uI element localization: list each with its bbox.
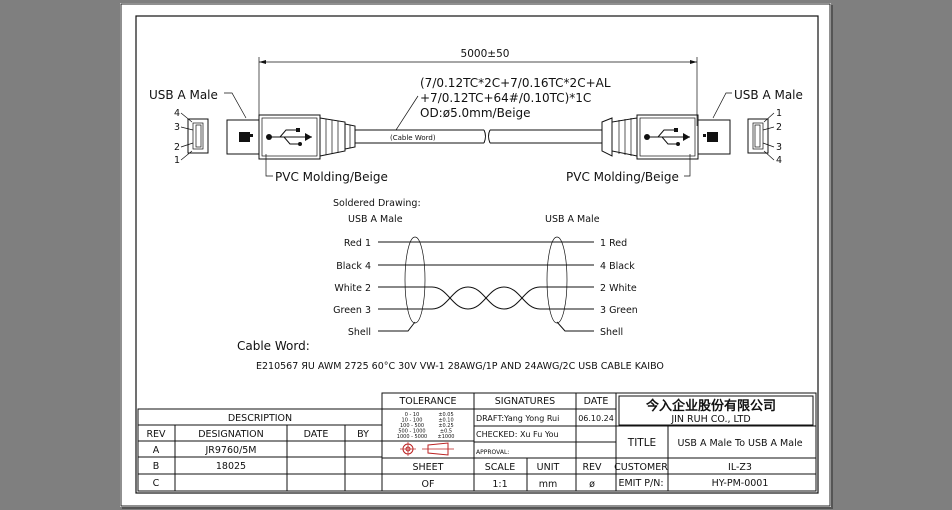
table-row: B xyxy=(153,461,160,472)
right-wire-labels: 1 Red 4 Black 2 White 3 Green Shell xyxy=(600,238,638,338)
emit-label: EMIT P/N: xyxy=(618,478,663,489)
svg-text:3: 3 xyxy=(174,122,180,133)
draft-date: 06.10.24 xyxy=(578,414,614,423)
signatures-label: SIGNATURES xyxy=(495,396,555,407)
svg-text:1: 1 xyxy=(174,155,180,166)
soldered-left-title: USB A Male xyxy=(348,214,403,225)
cable-word-text: E210567 ЯU AWM 2725 60°C 30V VW-1 28AWG/… xyxy=(256,361,664,372)
right-usb-connector: USB A Male 1 2 3 xyxy=(566,88,803,184)
description-label: DESCRIPTION xyxy=(228,413,292,424)
left-usb-connector: USB A Male 4 3 2 1 xyxy=(149,88,388,184)
title-label: TITLE xyxy=(627,437,656,449)
svg-text:±1000: ±1000 xyxy=(438,434,455,440)
svg-text:3 Green: 3 Green xyxy=(600,305,638,316)
company-name-en: JIN RUH CO., LTD xyxy=(670,414,750,425)
svg-text:10 - 100: 10 - 100 xyxy=(402,418,423,424)
svg-text:±0.10: ±0.10 xyxy=(438,418,453,424)
svg-text:Green 3: Green 3 xyxy=(333,305,371,316)
approval-signature: APPROVAL: xyxy=(476,449,509,456)
cable-spec-line-1: (7/0.12TC*2C+7/0.16TC*2C+AL xyxy=(420,76,611,90)
right-molding-label: PVC Molding/Beige xyxy=(566,170,679,184)
right-connector-label: USB A Male xyxy=(734,88,803,102)
customer-value: IL-Z3 xyxy=(728,462,752,473)
svg-text:Shell: Shell xyxy=(348,327,371,338)
svg-text:1: 1 xyxy=(776,108,782,119)
tolerance-label: TOLERANCE xyxy=(398,396,456,407)
cable-word-tag: (Cable Word) xyxy=(390,134,436,142)
svg-text:Black 4: Black 4 xyxy=(336,261,371,272)
unit-label: UNIT xyxy=(537,462,560,473)
cable-spec: (7/0.12TC*2C+7/0.16TC*2C+AL +7/0.12TC+64… xyxy=(395,76,611,131)
dimension-value: 5000±50 xyxy=(461,48,510,60)
svg-text:Red 1: Red 1 xyxy=(344,238,371,249)
date-header: DATE xyxy=(304,429,329,440)
sheet-value: OF xyxy=(422,479,435,490)
svg-text:1 Red: 1 Red xyxy=(600,238,627,249)
tolerance-table: 0 - 10 ±0.05 10 - 100 ±0.10 100 - 500 ±0… xyxy=(397,412,455,440)
svg-text:±0.05: ±0.05 xyxy=(438,412,453,418)
soldered-title: Soldered Drawing: xyxy=(333,198,421,209)
drawing-frame xyxy=(135,15,819,494)
rev-header: REV xyxy=(146,429,166,440)
svg-text:4: 4 xyxy=(174,108,180,119)
svg-text:±0.25: ±0.25 xyxy=(438,423,453,429)
emit-value: HY-PM-0001 xyxy=(712,478,769,489)
svg-text:100 - 500: 100 - 500 xyxy=(400,423,424,429)
svg-text:2 White: 2 White xyxy=(600,283,637,294)
svg-text:Shell: Shell xyxy=(600,327,623,338)
by-header: BY xyxy=(357,429,369,440)
date-label: DATE xyxy=(584,396,609,407)
cable-word-section: Cable Word: E210567 ЯU AWM 2725 60°C 30V… xyxy=(237,339,664,372)
svg-text:3: 3 xyxy=(776,142,782,153)
draft-signature: DRAFT:Yang Yong Rui xyxy=(476,414,559,423)
left-pin-numbers: 4 3 2 1 xyxy=(174,108,194,166)
svg-text:±0.5: ±0.5 xyxy=(440,429,452,435)
rev-value: ø xyxy=(589,479,595,490)
svg-text:500 - 1000: 500 - 1000 xyxy=(398,429,425,435)
title-value: USB A Male To USB A Male xyxy=(677,438,802,449)
customer-label: CUSTOMER xyxy=(614,462,668,473)
svg-text:1000 - 5000: 1000 - 5000 xyxy=(397,434,427,440)
svg-text:4 Black: 4 Black xyxy=(600,261,635,272)
svg-text:White 2: White 2 xyxy=(334,283,371,294)
cable-spec-line-2: +7/0.12TC+64#/0.10TC)*1C xyxy=(420,91,591,105)
svg-text:4: 4 xyxy=(776,155,782,166)
engineering-drawing: 5000±50 (7/0.12TC*2C+7/0.16TC*2C+AL +7/0… xyxy=(120,3,831,507)
svg-text:2: 2 xyxy=(776,122,782,133)
right-pin-numbers: 1 2 3 4 xyxy=(762,108,782,166)
svg-text:2: 2 xyxy=(174,142,180,153)
rev-label: REV xyxy=(582,462,602,473)
left-molding-label: PVC Molding/Beige xyxy=(275,170,388,184)
soldered-drawing: Soldered Drawing: USB A Male USB A Male … xyxy=(333,198,638,338)
soldered-right-title: USB A Male xyxy=(545,214,600,225)
revision-rows: A JR9760/5M B 18025 C xyxy=(153,445,257,489)
scale-label: SCALE xyxy=(485,462,515,473)
title-block: DESCRIPTION REV DESIGNATION DATE BY A JR… xyxy=(137,392,817,492)
checked-signature: CHECKED: Xu Fu You xyxy=(476,430,559,439)
left-connector-label: USB A Male xyxy=(149,88,218,102)
cable-spec-line-3: OD:ø5.0mm/Beige xyxy=(420,106,531,120)
sheet-label: SHEET xyxy=(413,462,444,473)
projection-symbol-icon xyxy=(400,442,454,456)
cable-word-heading: Cable Word: xyxy=(237,339,310,353)
table-row: A xyxy=(153,445,160,456)
svg-text:18025: 18025 xyxy=(216,461,246,472)
table-row: C xyxy=(153,478,160,489)
wiring-lines xyxy=(378,236,594,332)
drawing-sheet: 5000±50 (7/0.12TC*2C+7/0.16TC*2C+AL +7/0… xyxy=(120,3,831,507)
svg-text:0 - 10: 0 - 10 xyxy=(405,412,420,418)
usb-symbol-icon xyxy=(644,128,690,146)
company-name-cn: 今入企业股份有限公司 xyxy=(645,398,776,414)
svg-text:JR9760/5M: JR9760/5M xyxy=(204,445,256,456)
usb-symbol-icon xyxy=(266,128,312,146)
left-wire-labels: Red 1 Black 4 White 2 Green 3 Shell xyxy=(333,238,371,338)
cable-body: (Cable Word) xyxy=(355,129,602,144)
unit-value: mm xyxy=(539,479,558,490)
designation-header: DESIGNATION xyxy=(198,429,264,440)
scale-value: 1:1 xyxy=(492,479,507,490)
